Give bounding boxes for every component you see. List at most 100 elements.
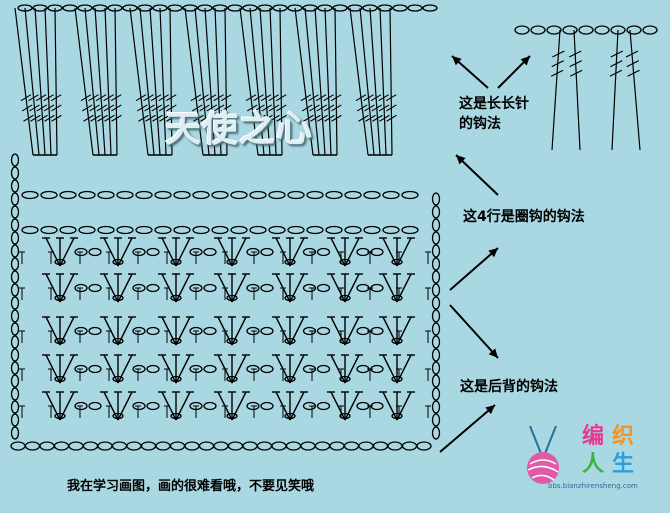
- arrow-head: [485, 405, 495, 415]
- fan-stitch: [231, 391, 247, 421]
- logo-url: bbs.bianzhirensheng.com: [548, 482, 638, 490]
- stitch-slash: [276, 114, 287, 122]
- chain-space-stitch: [132, 326, 146, 336]
- round-chain-stitch: [116, 225, 134, 235]
- edge-chain-stitch: [431, 348, 441, 362]
- long-treble-stitch: [139, 7, 155, 156]
- edge-chain-stitch: [431, 426, 441, 440]
- edge-chain-stitch: [431, 270, 441, 284]
- top-chain-stitch: [347, 4, 363, 12]
- round-chain-stitch: [116, 190, 134, 200]
- foundation-chain-stitch: [198, 441, 215, 451]
- stitch-slash: [309, 104, 320, 112]
- stitch-slash: [323, 94, 334, 102]
- stitch-slash: [43, 104, 55, 112]
- stitch-slash: [80, 94, 92, 102]
- stitch-slash: [221, 104, 232, 112]
- foundation-chain-stitch: [82, 441, 99, 451]
- stitch-slash: [200, 114, 211, 122]
- arrows: [439, 55, 531, 453]
- round-chain-stitch: [401, 190, 419, 200]
- chain-space-stitch: [88, 247, 102, 257]
- stitch-slash: [37, 114, 48, 122]
- stitch-slash: [214, 114, 225, 122]
- foundation-chain-stitch: [169, 441, 186, 451]
- stitch-slash: [261, 104, 273, 112]
- round-chain-stitch: [59, 190, 77, 200]
- sample-long-stitch: [611, 29, 619, 151]
- fan-stitch: [59, 237, 75, 267]
- stitch-slash: [317, 114, 328, 122]
- stitch-slash: [158, 104, 170, 112]
- chain-space-stitch: [146, 364, 160, 374]
- foundation-chain-stitch: [68, 441, 84, 451]
- fan-stitch: [289, 273, 305, 303]
- chain-space-stitch: [260, 364, 274, 374]
- stitch-slash: [36, 104, 48, 112]
- round-chain-stitch: [363, 225, 381, 235]
- edge-chain-stitch: [10, 348, 20, 362]
- sample-long-stitch: [573, 29, 581, 151]
- stitch-slash: [275, 94, 287, 102]
- long-treble-stitch: [349, 7, 369, 156]
- stitch-slash: [378, 94, 389, 102]
- stitch-slash: [104, 114, 115, 122]
- fan-base-stitch: [112, 337, 124, 345]
- fan-stitch: [231, 354, 247, 384]
- long-treble-stitch: [44, 7, 52, 156]
- sample-chain-stitch: [562, 25, 578, 35]
- chain-space-stitch: [132, 401, 146, 411]
- stitch-slash: [81, 104, 93, 112]
- round-chain-stitch: [40, 190, 58, 200]
- round-chain-stitch: [287, 190, 305, 200]
- chain-space-stitch: [146, 326, 160, 336]
- stitch-slash: [569, 60, 582, 68]
- round-chain-stitch: [97, 190, 115, 200]
- stitch-slash: [23, 114, 34, 122]
- chain-space-stitch: [316, 326, 331, 336]
- edge-chain-stitch: [10, 270, 20, 284]
- fan-stitch: [117, 316, 133, 346]
- stitch-slash: [379, 114, 390, 122]
- stitch-slash: [159, 114, 170, 122]
- sample-chain-stitch: [642, 25, 658, 35]
- arrow-head: [520, 56, 530, 66]
- fan-base-stitch: [170, 337, 182, 345]
- fan-stitch: [344, 273, 360, 303]
- top-chain-stitch: [227, 4, 243, 12]
- round-chain-stitch: [192, 190, 210, 200]
- stitch-slash: [103, 94, 114, 102]
- edge-chain-stitch: [10, 218, 20, 232]
- chain-space-stitch: [203, 283, 217, 293]
- round-chain-stitch: [97, 225, 115, 235]
- label-round-rows: 这4行是圈钩的钩法: [463, 209, 585, 225]
- fan-base-stitch: [339, 294, 351, 302]
- fan-base-stitch: [391, 337, 403, 345]
- chain-space-stitch: [74, 401, 88, 411]
- fan-stitch: [175, 316, 191, 346]
- chain-space-stitch: [302, 401, 317, 411]
- stitch-slash: [44, 114, 55, 122]
- fan-stitch: [175, 391, 191, 421]
- edge-chain-stitch: [10, 257, 20, 271]
- chain-space-stitch: [146, 401, 160, 411]
- long-treble-stitch: [379, 7, 387, 156]
- long-treble-stitch: [214, 7, 222, 156]
- round-chain-stitch: [268, 190, 286, 200]
- foundation-chain-stitch: [387, 441, 403, 451]
- top-chain-stitch: [137, 4, 153, 12]
- round-chain-stitch: [306, 225, 324, 235]
- round-chain-stitch: [135, 225, 153, 235]
- stitch-slash: [190, 94, 202, 102]
- chain-space-stitch: [132, 364, 146, 374]
- round-chain-stitch: [325, 190, 343, 200]
- stitch-slash: [151, 104, 163, 112]
- fan-base-stitch: [112, 412, 124, 420]
- top-chain-stitch: [392, 4, 408, 12]
- fan-stitch: [289, 237, 305, 267]
- fan-stitch: [175, 354, 191, 384]
- stitch-slash: [255, 114, 266, 122]
- edge-chain-stitch: [10, 322, 20, 336]
- stitch-slash: [363, 94, 374, 102]
- site-logo: 编 织 人 生 bbs.bianzhirensheng.com: [516, 418, 666, 498]
